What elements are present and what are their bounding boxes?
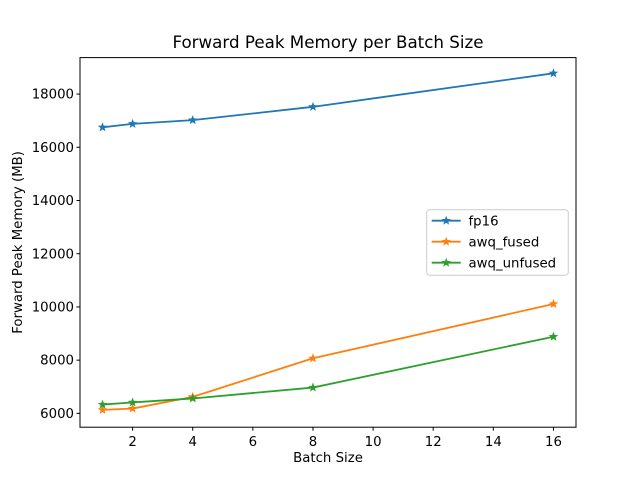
marker-star	[97, 399, 108, 409]
y-tick-label: 14000	[32, 194, 74, 209]
marker-star	[97, 122, 108, 132]
legend-marker-star	[441, 215, 451, 225]
series-line-fp16	[101, 72, 555, 129]
marker-star	[127, 118, 138, 128]
marker-star	[97, 404, 108, 414]
y-tick-label: 10000	[32, 301, 74, 316]
marker-star	[308, 353, 318, 363]
series-awq_unfused	[97, 331, 559, 409]
marker-star	[187, 115, 198, 125]
marker-star	[187, 393, 198, 403]
x-tick-label: 14	[485, 435, 502, 450]
marker-star	[548, 331, 559, 341]
legend-label: awq_unfused	[469, 256, 557, 271]
x-tick-label: 6	[249, 435, 257, 450]
x-axis-label: Batch Size	[293, 451, 363, 466]
marker-star	[548, 299, 559, 309]
y-tick-label: 8000	[40, 354, 74, 369]
legend-marker-star	[441, 236, 451, 246]
y-tick-label: 12000	[32, 247, 74, 262]
legend: fp16 awq_fused awq_unfused	[426, 209, 569, 276]
marker-star	[127, 403, 138, 413]
legend-label: fp16	[469, 214, 499, 229]
plot-border	[79, 57, 577, 428]
y-tick-label: 16000	[32, 141, 74, 156]
series-awq_fused	[97, 299, 559, 414]
x-tick-label: 10	[365, 435, 382, 450]
series-line-awq_unfused	[101, 335, 555, 406]
x-tick-label: 12	[425, 435, 442, 450]
legend-entry-awq_unfused: awq_unfused	[431, 256, 557, 271]
series-line-awq_fused	[101, 303, 555, 411]
x-tick-label: 16	[545, 435, 562, 450]
x-tick-label: 2	[128, 435, 136, 450]
marker-star	[308, 101, 318, 111]
y-tick-label: 6000	[40, 407, 74, 422]
legend-entry-awq_fused: awq_fused	[431, 235, 540, 250]
legend-box	[426, 209, 569, 276]
legend-label: awq_fused	[469, 235, 540, 250]
marker-star	[308, 382, 318, 392]
legend-entry-fp16: fp16	[431, 214, 499, 229]
y-axis-label: Forward Peak Memory (MB)	[11, 151, 26, 334]
plot-area: 2 4 6 8 10 12 14 16 6000 8000 10000 12000 14000 16000…	[32, 57, 577, 450]
x-tick-label: 4	[188, 435, 196, 450]
series-fp16	[97, 68, 559, 132]
chart-title: Forward Peak Memory per Batch Size	[172, 32, 483, 52]
x-tick-label: 8	[309, 435, 317, 450]
y-tick-label: 18000	[32, 88, 74, 103]
marker-star	[127, 397, 138, 407]
legend-marker-star	[441, 257, 451, 267]
marker-star	[548, 68, 559, 78]
